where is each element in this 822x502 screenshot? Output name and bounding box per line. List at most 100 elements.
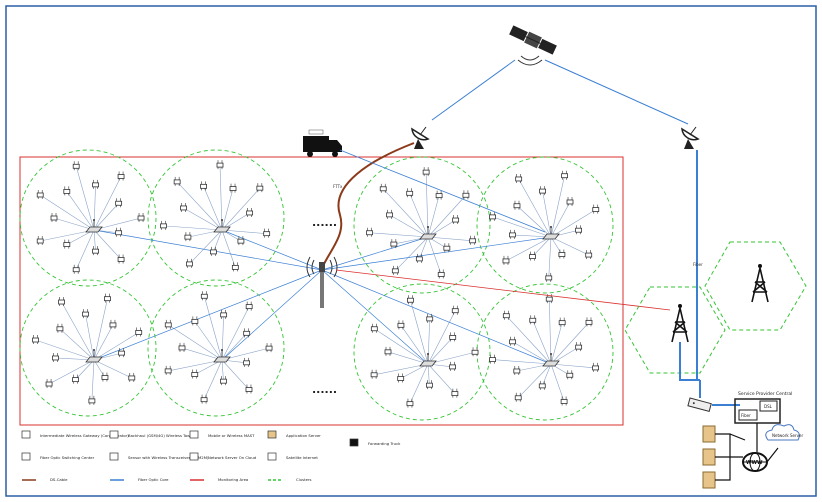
sensor-icon — [426, 380, 433, 390]
gateway-icon — [213, 219, 231, 233]
app-server-1-icon — [702, 425, 716, 443]
sensor-link — [395, 236, 429, 272]
gateway-mast-link — [93, 269, 323, 361]
sensor-link — [409, 193, 429, 238]
sensor-link — [532, 320, 552, 365]
sensor-icon — [513, 200, 521, 210]
gateway-mast-link — [321, 236, 429, 271]
legend-item-sensor: Sensor with Wireless Transceiver (or M2M… — [109, 452, 209, 461]
sensor-icon — [384, 346, 392, 356]
sensor-link — [427, 195, 467, 238]
cluster-circle — [353, 156, 491, 294]
sensor-link — [66, 229, 95, 245]
sensor-icon — [592, 362, 599, 372]
backhaul-label: FTTx — [333, 184, 343, 189]
legend-label: Intermediate Wireless Gateway (Concentra… — [40, 433, 129, 438]
sensor-icon — [115, 198, 123, 208]
sensor-link — [213, 229, 223, 253]
sensor-link — [427, 310, 456, 365]
legend-label: Application Server — [286, 433, 321, 438]
sensor-icon — [115, 227, 123, 237]
legend-item-clusters: Clusters — [268, 477, 311, 482]
sensor-icon — [451, 388, 459, 398]
sensor-icon — [452, 215, 460, 225]
sensor-link — [383, 188, 429, 238]
backhaul-tower-left-icon — [671, 304, 689, 343]
legend-item-satellite: Satellite Internet — [267, 452, 318, 461]
sensor-link — [400, 363, 429, 379]
legend: Intermediate Wireless Gateway (Concentra… — [21, 430, 401, 482]
sensor-link — [221, 306, 250, 361]
server-links — [715, 423, 779, 481]
sensor-icon — [88, 395, 96, 405]
sensor-link — [59, 328, 95, 361]
sensor-link — [427, 195, 440, 238]
sensor-link — [93, 176, 122, 231]
sensor-icon — [243, 357, 250, 367]
ds-cable-link — [321, 142, 415, 269]
sensor-link — [427, 236, 473, 242]
gateway-icon — [213, 349, 231, 363]
app-server-3-icon — [702, 471, 716, 489]
sensor-icon — [32, 335, 39, 345]
sensor-icon — [451, 305, 459, 315]
sensor-icon — [200, 181, 208, 191]
gateway-mast-link — [321, 269, 429, 365]
sensor-icon — [407, 295, 414, 305]
sensor-icon — [560, 396, 568, 406]
legend-item-fiber-core: Fiber Optic Core — [110, 477, 169, 482]
sensor-icon — [426, 313, 434, 323]
fiber-box-label: Fiber — [741, 413, 751, 418]
sensor-link — [163, 225, 223, 231]
satellite-link-left — [431, 59, 516, 121]
sensor-icon — [489, 211, 496, 221]
sensor-icon — [585, 250, 593, 260]
sensor-link — [427, 351, 476, 365]
sensor-icon — [210, 246, 217, 256]
sensor-icon — [415, 253, 423, 263]
sensor-link — [389, 214, 429, 238]
outer-border — [5, 5, 817, 497]
sensor-link — [75, 359, 95, 380]
sensor-icon — [243, 328, 251, 338]
hex-cell-left — [624, 286, 726, 374]
sensor-icon — [216, 160, 224, 170]
legend-label: Mobile or Wireless MAST — [208, 433, 255, 438]
sensor-link — [427, 363, 430, 386]
sensor-link — [419, 236, 429, 260]
sensor-link — [93, 203, 119, 231]
sensor-link — [550, 209, 596, 238]
sensor-link — [203, 359, 223, 400]
sensor-icon — [397, 373, 405, 383]
sensor-link — [409, 363, 429, 404]
sensor-link — [387, 351, 429, 365]
sensor-link — [221, 229, 267, 234]
sensor-link — [75, 166, 95, 231]
dsl-box — [759, 400, 778, 412]
sensor-link — [176, 181, 223, 231]
sensor-icon — [58, 297, 65, 307]
sensor-icon — [422, 167, 430, 177]
sensor-icon — [245, 384, 253, 394]
sensor-icon — [509, 336, 516, 346]
gateway-mast-link — [221, 269, 323, 361]
sensor-icon — [545, 294, 553, 304]
sensor-icon — [186, 258, 193, 268]
sensor-icon — [489, 354, 496, 364]
legend-label: Monitoring Area — [218, 477, 248, 482]
sensor-icon — [435, 190, 443, 200]
sensor-link — [221, 333, 247, 361]
sensor-icon — [92, 246, 99, 256]
legend-item-netserver: Network Server On Cloud — [189, 452, 257, 461]
wireless-mast-icon — [306, 256, 338, 308]
sensor-link — [532, 236, 552, 257]
sensor-link — [410, 300, 429, 365]
sensor-icon — [52, 352, 59, 362]
sensor-link — [168, 324, 223, 361]
nodes — [32, 160, 600, 408]
sensor-icon — [191, 369, 199, 379]
sensor-icon — [529, 315, 537, 325]
sensor-icon — [386, 209, 393, 219]
sensor-link — [181, 347, 223, 361]
sensor-icon — [160, 220, 167, 230]
